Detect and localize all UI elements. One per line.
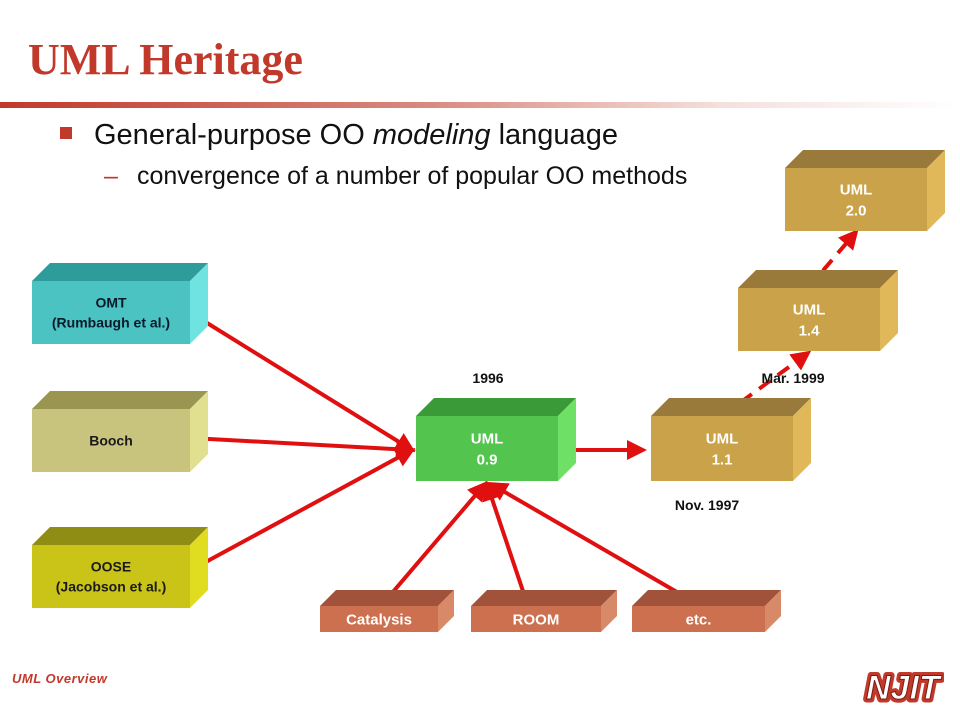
sub-bullet-text: convergence of a number of popular OO me… [137, 162, 688, 190]
box-room: ROOM [471, 590, 617, 632]
title-underline [0, 102, 960, 108]
arrow-catalysis-to-uml09 [379, 480, 488, 608]
arrow-oose-to-uml09 [190, 448, 416, 572]
footer-label: UML Overview [12, 671, 108, 686]
date-label-uml11: Nov. 1997 [675, 497, 740, 513]
box-uml14-label-1: UML [793, 301, 826, 318]
box-omt: OMT (Rumbaugh et al.) [32, 263, 208, 344]
box-room-label-1: ROOM [513, 611, 560, 628]
box-catalysis: Catalysis [320, 590, 454, 632]
box-etc-label-1: etc. [686, 611, 712, 628]
box-uml11-label-1: UML [706, 430, 739, 447]
box-uml14: UML 1.4 [738, 270, 898, 351]
arrow-omt-to-uml09 [189, 311, 416, 453]
box-omt-label-2: (Rumbaugh et al.) [52, 315, 170, 331]
box-uml14-label-2: 1.4 [799, 322, 821, 339]
box-uml09: UML 0.9 [416, 398, 576, 481]
box-uml20-label-1: UML [840, 181, 873, 198]
box-uml20-label-2: 2.0 [846, 202, 867, 219]
box-uml09-label-1: UML [471, 430, 504, 447]
box-uml20: UML 2.0 [785, 150, 945, 231]
date-label-uml14: Mar. 1999 [761, 370, 824, 386]
arrow-booch-to-uml09 [190, 436, 416, 460]
box-oose-label-2: (Jacobson et al.) [56, 579, 166, 595]
bullet-square-icon [60, 127, 72, 140]
bullet-text-emphasis: modeling [372, 119, 491, 151]
box-omt-label-1: OMT [95, 295, 127, 311]
box-oose: OOSE (Jacobson et al.) [32, 527, 208, 608]
bullet-text-post: language [490, 119, 618, 151]
bullet-text-pre: General-purpose OO [94, 119, 373, 151]
sub-bullet-dash: – [104, 162, 118, 190]
box-uml11: UML 1.1 [651, 398, 811, 481]
box-uml11-label-2: 1.1 [712, 451, 733, 468]
box-booch: Booch [32, 391, 208, 472]
box-etc: etc. [632, 590, 781, 632]
arrow-etc-to-uml09 [487, 481, 703, 608]
box-booch-label-1: Booch [89, 433, 133, 449]
sub-bullet: – convergence of a number of popular OO … [104, 160, 697, 192]
njit-logo: NJIT NJIT [863, 666, 945, 707]
main-bullet: General-purpose OO modeling language [60, 119, 618, 152]
dashed-uml11-to-uml14 [720, 350, 812, 418]
svg-text:NJIT: NJIT [866, 669, 943, 706]
box-oose-label-1: OOSE [91, 559, 131, 575]
box-uml09-label-2: 0.9 [477, 451, 498, 468]
svg-text:NJIT: NJIT [866, 669, 943, 706]
box-catalysis-label-1: Catalysis [346, 611, 412, 628]
date-label-uml09: 1996 [472, 370, 503, 386]
slide-title: UML Heritage [28, 35, 303, 84]
arrow-room-to-uml09 [482, 480, 530, 607]
